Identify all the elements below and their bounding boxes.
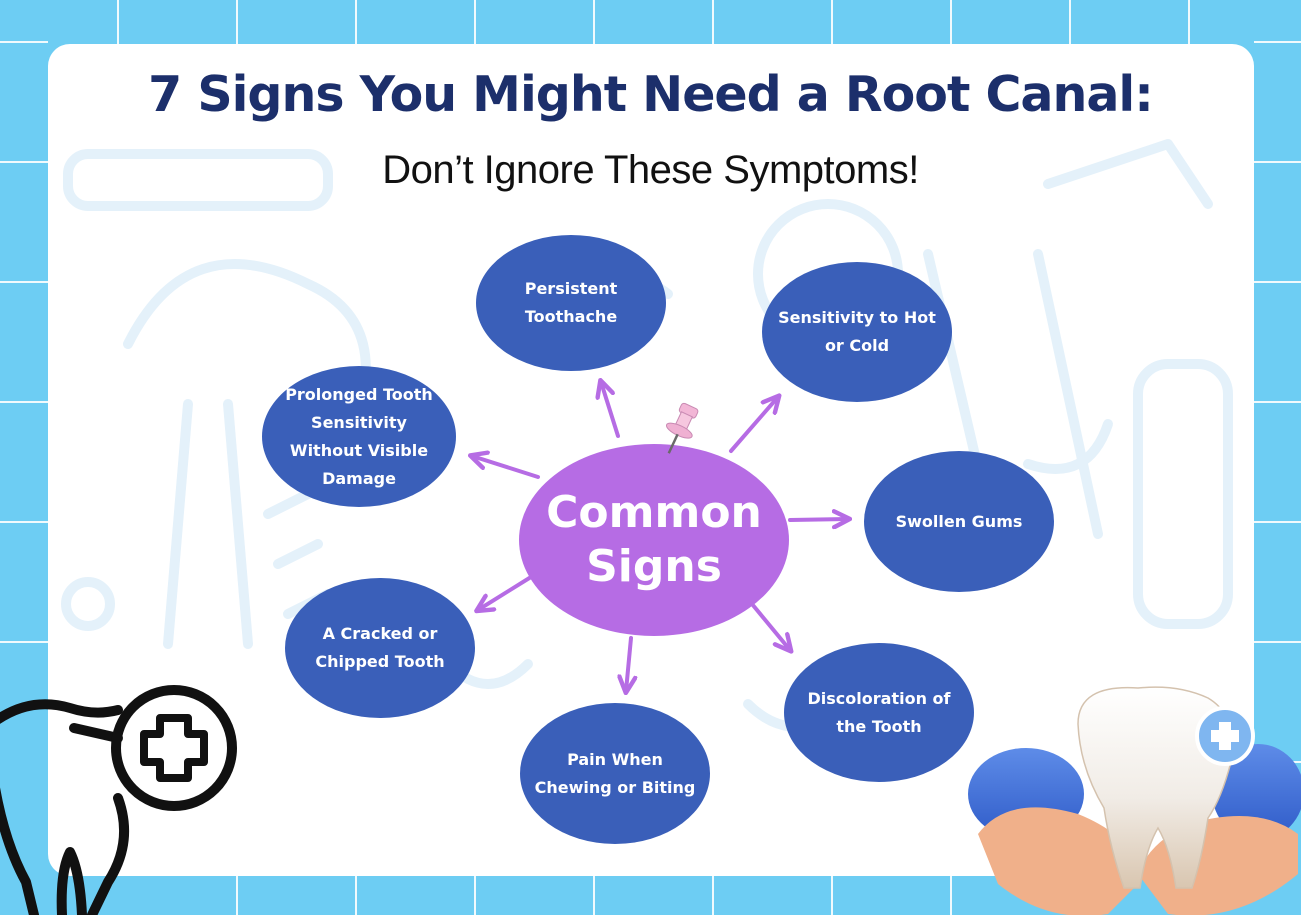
sign-node-cracked-tooth: A Cracked or Chipped Tooth (285, 578, 475, 718)
hands-holding-tooth-illustration (968, 686, 1301, 915)
sign-node-pain-chewing: Pain When Chewing or Biting (520, 703, 710, 844)
push-pin-icon (665, 402, 699, 454)
center-node-label: Common Signs (546, 487, 762, 592)
sign-label: Persistent Toothache (524, 279, 618, 326)
sign-node-persistent-toothache: Persistent Toothache (476, 235, 666, 371)
center-node-common-signs: Common Signs (519, 444, 789, 636)
sign-label: Pain When Chewing or Biting (534, 749, 696, 797)
page-title: 7 Signs You Might Need a Root Canal: (148, 66, 1154, 123)
sign-node-prolonged-sensitivity: Prolonged Tooth Sensitivity Without Visi… (262, 366, 456, 507)
sign-label: Sensitivity to Hot or Cold (778, 308, 936, 355)
sign-node-discoloration: Discoloration of the Tooth (784, 643, 974, 782)
sign-label: Prolonged Tooth Sensitivity Without Visi… (285, 384, 433, 488)
sign-node-sensitivity-hot-cold: Sensitivity to Hot or Cold (762, 262, 952, 402)
sign-node-swollen-gums: Swollen Gums (864, 451, 1054, 592)
page-subtitle: Don’t Ignore These Symptoms! (382, 148, 919, 192)
sign-label: Discoloration of the Tooth (807, 688, 951, 736)
sign-label: Swollen Gums (895, 511, 1023, 531)
sign-label: A Cracked or Chipped Tooth (315, 624, 445, 671)
tooth-with-plus-icon (0, 685, 237, 915)
